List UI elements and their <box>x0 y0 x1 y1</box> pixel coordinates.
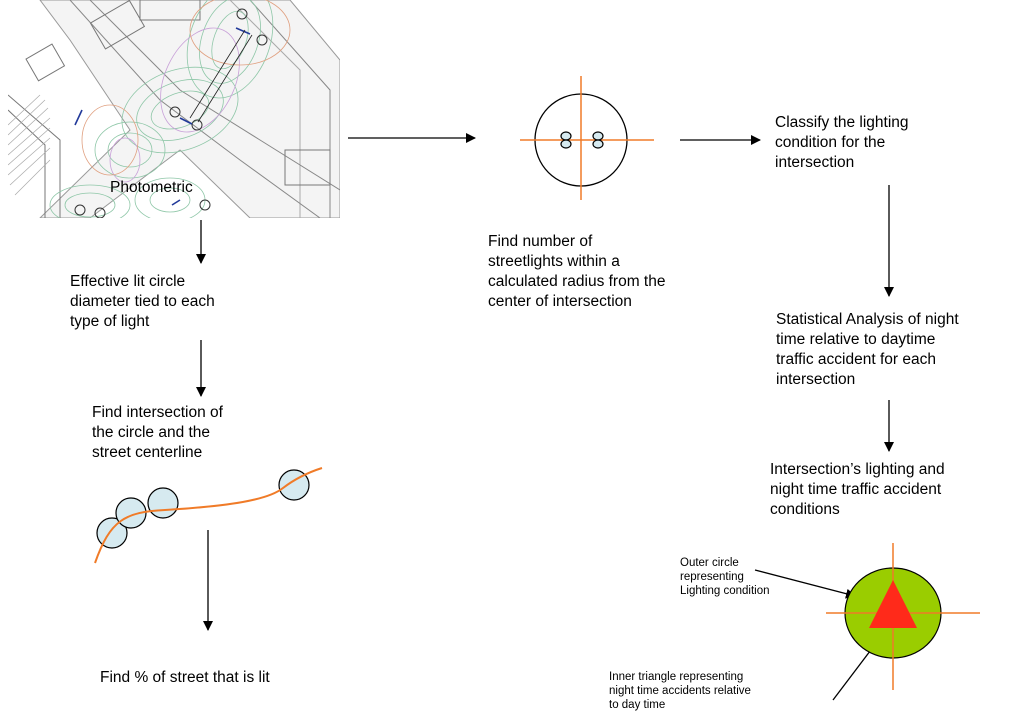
step-find-streetlights: Find number of streetlights within a cal… <box>488 233 666 310</box>
pointer-outer-circle <box>754 569 856 599</box>
step-find-intersection: Find intersection of the circle and the … <box>92 404 223 461</box>
intersection-condition-symbol <box>826 543 980 690</box>
streetlight-icon <box>560 131 604 149</box>
photometric-caption: Photometric <box>110 179 193 196</box>
legend-inner-triangle: Inner triangle representing night time a… <box>609 671 751 711</box>
photometric-map-image <box>8 0 340 218</box>
step-effective-lit-circle: Effective lit circle diameter tied to ea… <box>70 273 215 330</box>
lit-circle <box>278 469 310 501</box>
street-centerline <box>94 467 323 564</box>
step-find-percent-lit: Find % of street that is lit <box>100 669 270 686</box>
lit-circle <box>115 497 147 529</box>
streetlight-radius-symbol <box>520 76 654 200</box>
inner-accident-triangle <box>869 580 917 628</box>
step-intersection-conditions: Intersection’s lighting and night time t… <box>770 461 945 518</box>
step-classify-lighting: Classify the lighting condition for the … <box>775 114 909 171</box>
lit-circle <box>147 487 179 519</box>
lit-circles-figure <box>94 467 323 564</box>
legend-outer-circle: Outer circle representing Lighting condi… <box>680 557 770 597</box>
step-statistical-analysis: Statistical Analysis of night time relat… <box>776 311 959 388</box>
